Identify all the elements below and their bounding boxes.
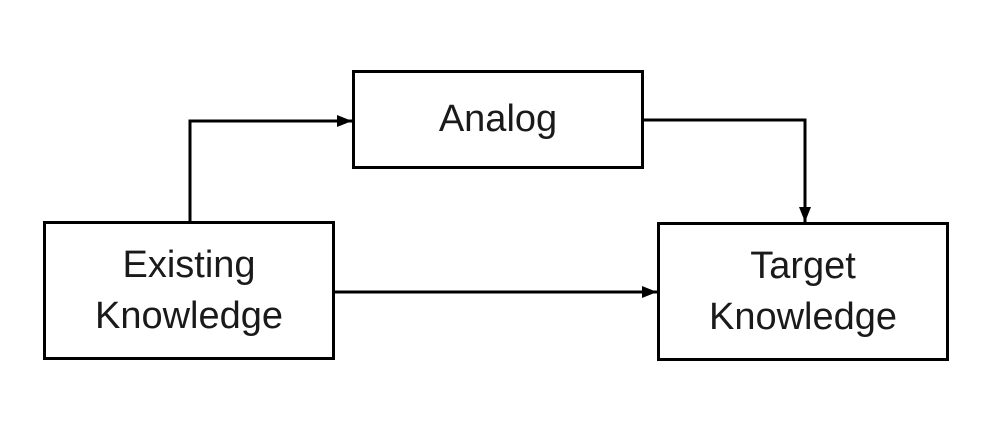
node-analog: Analog [352, 70, 644, 169]
node-analog-label: Analog [438, 98, 558, 141]
node-target-knowledge-label: Target Knowledge [708, 245, 898, 338]
node-target-knowledge: Target Knowledge [657, 222, 949, 361]
connector-analog-to-target [644, 118, 811, 222]
node-existing-knowledge: Existing Knowledge [43, 221, 335, 360]
node-existing-knowledge-label: Existing Knowledge [94, 244, 284, 337]
connector-existing-to-analog [188, 115, 352, 221]
